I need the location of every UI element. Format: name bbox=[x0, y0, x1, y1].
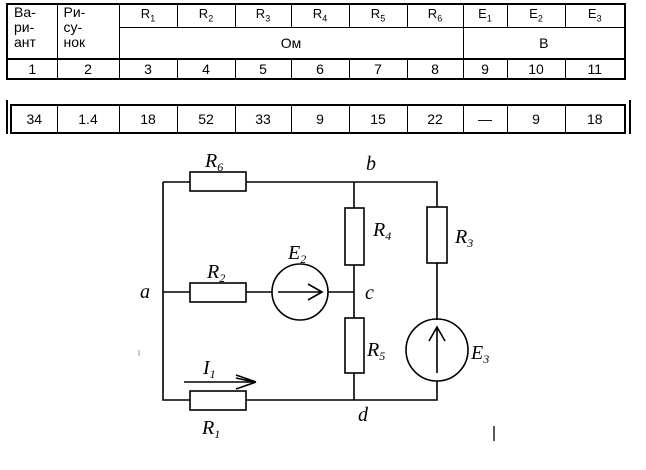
column-number: 10 bbox=[506, 58, 566, 80]
header-r1: R1 bbox=[118, 3, 178, 28]
resistor-r6 bbox=[189, 171, 247, 192]
cell-e2: 9 bbox=[506, 104, 566, 134]
cell-e3: 18 bbox=[564, 104, 626, 134]
cell-r5: 15 bbox=[348, 104, 408, 134]
parameters-header-table: Ва- ри- ант Ри- су- нок R1 R2 R3 R4 R5 R… bbox=[6, 3, 626, 80]
cell-r3: 33 bbox=[234, 104, 292, 134]
label-node-c: c bbox=[365, 282, 374, 304]
wire-bottom bbox=[162, 182, 438, 401]
column-number: 8 bbox=[406, 58, 464, 80]
table-row: 34 1.4 18 52 33 9 15 22 — 9 18 bbox=[10, 104, 626, 134]
column-number: 5 bbox=[234, 58, 292, 80]
resistor-r5 bbox=[344, 317, 365, 374]
column-number: 1 bbox=[6, 58, 58, 80]
variant-data-table: 34 1.4 18 52 33 9 15 22 — 9 18 bbox=[10, 104, 626, 134]
header-r2: R2 bbox=[176, 3, 236, 28]
header-unit-volt: В bbox=[462, 27, 626, 60]
header-variant-line2: ри- bbox=[14, 19, 35, 35]
column-number: 11 bbox=[564, 58, 626, 80]
header-r4: R4 bbox=[290, 3, 350, 28]
header-figure-line3: нок bbox=[63, 34, 86, 50]
column-number: 4 bbox=[176, 58, 236, 80]
resistor-r3 bbox=[426, 206, 448, 264]
header-e2: E2 bbox=[506, 3, 566, 28]
label-r5: R5 bbox=[366, 339, 385, 363]
source-e3 bbox=[405, 318, 469, 382]
header-figure-line2: су- bbox=[63, 19, 83, 35]
header-unit-ohm: Ом bbox=[118, 27, 464, 60]
label-r6: R6 bbox=[204, 150, 223, 174]
source-e2-arrow-icon bbox=[278, 283, 324, 301]
header-variant-line1: Ва- bbox=[14, 4, 36, 20]
cell-r2: 52 bbox=[176, 104, 236, 134]
resistor-r2 bbox=[189, 282, 247, 303]
label-r2: R2 bbox=[206, 261, 225, 285]
label-node-a: a bbox=[140, 281, 150, 303]
label-e2: E2 bbox=[287, 242, 306, 266]
label-r4: R4 bbox=[372, 219, 391, 243]
header-figure-line1: Ри- bbox=[63, 4, 86, 20]
label-e3: E3 bbox=[470, 342, 489, 366]
header-variant: Ва- ри- ант bbox=[6, 3, 58, 60]
source-e2 bbox=[271, 263, 329, 321]
source-e3-arrow-icon bbox=[428, 325, 446, 373]
label-node-d: d bbox=[358, 404, 369, 426]
label-i1: I1 bbox=[202, 357, 216, 381]
label-r1: R1 bbox=[201, 417, 220, 441]
resistor-r4 bbox=[344, 207, 365, 266]
resistor-r1 bbox=[189, 390, 247, 411]
cell-r4: 9 bbox=[290, 104, 350, 134]
wire-top bbox=[163, 181, 438, 207]
cell-r6: 22 bbox=[406, 104, 464, 134]
label-r3: R3 bbox=[454, 226, 473, 250]
data-row-frame bbox=[6, 100, 631, 134]
header-e3: E3 bbox=[564, 3, 626, 28]
cell-variant: 34 bbox=[10, 104, 58, 134]
cell-e1: — bbox=[462, 104, 508, 134]
label-node-b: b bbox=[366, 153, 376, 175]
header-variant-line3: ант bbox=[14, 34, 36, 50]
current-i1-arrow-icon bbox=[184, 374, 257, 390]
cell-r1: 18 bbox=[118, 104, 178, 134]
